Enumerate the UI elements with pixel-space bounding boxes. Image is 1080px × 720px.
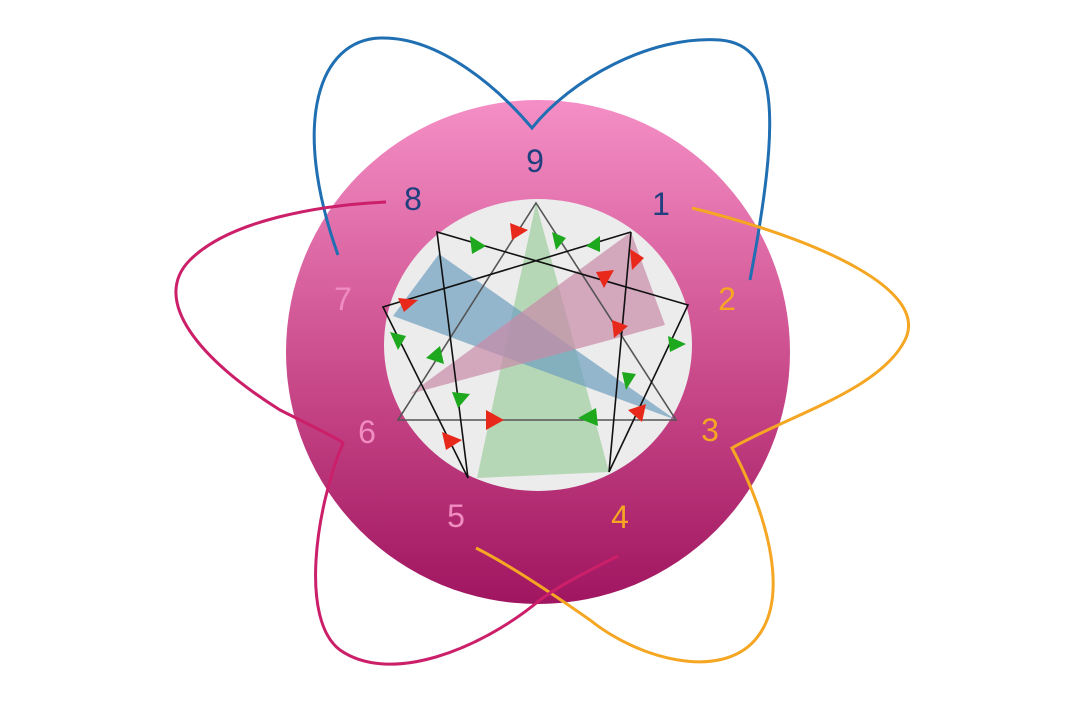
arrow-red bbox=[612, 320, 628, 338]
point-label-3: 3 bbox=[701, 412, 719, 448]
arrow-red bbox=[486, 410, 504, 430]
point-labels: 9 1 2 3 4 5 6 7 8 bbox=[334, 143, 736, 535]
arrow-green bbox=[552, 232, 566, 250]
arrow-red bbox=[442, 432, 462, 450]
direction-arrows bbox=[390, 223, 686, 450]
point-label-6: 6 bbox=[358, 414, 376, 450]
point-label-2: 2 bbox=[718, 281, 736, 317]
point-label-8: 8 bbox=[404, 181, 422, 217]
point-label-1: 1 bbox=[652, 186, 670, 222]
point-label-7: 7 bbox=[334, 281, 352, 317]
enneagram-lines bbox=[381, 201, 690, 479]
arrow-red bbox=[630, 249, 644, 270]
arrow-red bbox=[628, 404, 646, 422]
arrow-red bbox=[510, 223, 528, 240]
orange-loop bbox=[475, 206, 910, 664]
arrow-green bbox=[668, 336, 686, 352]
point-label-4: 4 bbox=[611, 499, 629, 535]
hexad-line bbox=[381, 230, 690, 479]
arrow-green bbox=[390, 332, 406, 350]
arrow-green bbox=[426, 346, 444, 364]
arrow-green bbox=[622, 372, 636, 390]
arrow-green bbox=[578, 408, 598, 426]
arrow-green bbox=[586, 236, 600, 252]
point-label-5: 5 bbox=[447, 498, 465, 534]
arrow-red bbox=[398, 298, 418, 312]
magenta-loop bbox=[174, 200, 619, 666]
arrow-green bbox=[470, 236, 486, 254]
point-label-9: 9 bbox=[526, 143, 544, 179]
blue-loop bbox=[312, 36, 772, 281]
triangle-9-3-6 bbox=[396, 201, 678, 421]
arrow-green bbox=[452, 392, 470, 408]
arrow-red bbox=[596, 270, 614, 288]
